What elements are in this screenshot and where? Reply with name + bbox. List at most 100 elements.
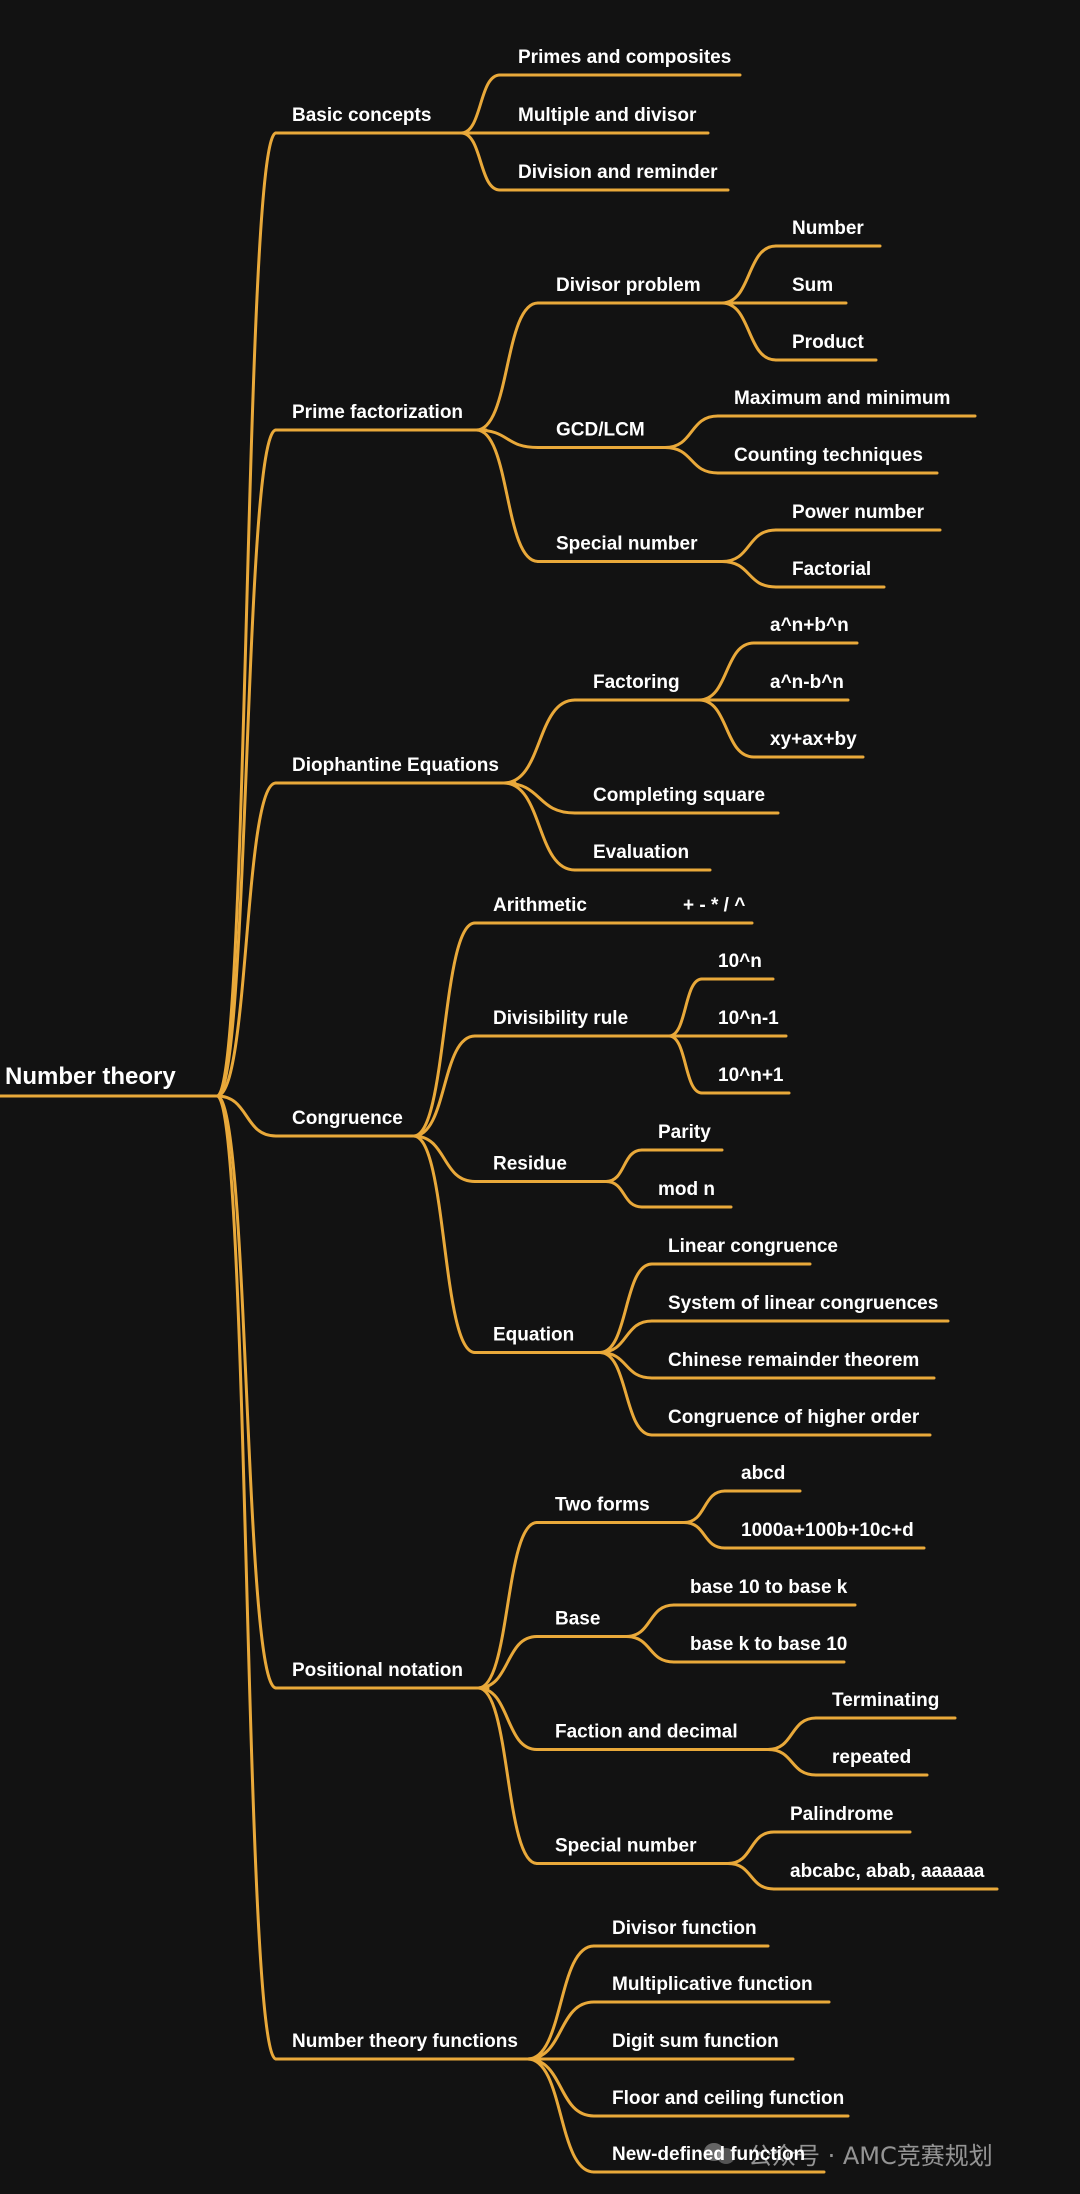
edge-base-10-to-base-k bbox=[624, 1603, 676, 1638]
node-divisor-problem: Divisor problem bbox=[556, 275, 701, 296]
edge-number bbox=[720, 244, 778, 305]
node-base-10-to-base-k: base 10 to base k bbox=[690, 1577, 848, 1598]
node-positional-notation: Positional notation bbox=[292, 1660, 463, 1681]
node-system-of-linear-congruences: System of linear congruences bbox=[668, 1293, 938, 1314]
node-palindrome: Palindrome bbox=[790, 1804, 893, 1825]
node-multiplicative-function: Multiplicative function bbox=[612, 1974, 813, 1995]
edge-divisor-problem bbox=[474, 301, 540, 432]
edge-xy-ax-by bbox=[697, 698, 756, 759]
edge-special-number bbox=[476, 1686, 539, 1865]
node-faction-and-decimal: Faction and decimal bbox=[555, 1722, 738, 1743]
node-special-number: Special number bbox=[555, 1836, 697, 1857]
edge-terminating bbox=[766, 1716, 818, 1751]
node-two-forms: Two forms bbox=[555, 1495, 650, 1516]
node-arithmetic: Arithmetic bbox=[493, 895, 587, 916]
watermark-text: 公众号 · AMC竞赛规划 bbox=[748, 2141, 993, 2170]
node-evaluation: Evaluation bbox=[593, 842, 689, 863]
node-counting-techniques: Counting techniques bbox=[734, 445, 923, 466]
edge-congruence-of-higher-order bbox=[598, 1351, 654, 1437]
node-abcabc-abab-aaaaaa: abcabc, abab, aaaaaa bbox=[790, 1861, 985, 1882]
edge-root-to-number-theory-functions bbox=[215, 1094, 278, 2061]
node-linear-congruence: Linear congruence bbox=[668, 1236, 838, 1257]
edge-base-k-to-base-10 bbox=[624, 1635, 676, 1664]
node-xy-ax-by: xy+ax+by bbox=[770, 729, 857, 750]
edge-root-to-positional-notation bbox=[215, 1094, 278, 1690]
edge-counting-techniques bbox=[663, 446, 720, 475]
edge-root-to-diophantine-equations bbox=[215, 781, 278, 1098]
node-parity: Parity bbox=[658, 1122, 711, 1143]
edge-maximum-and-minimum bbox=[663, 414, 720, 449]
wechat-icon bbox=[704, 2139, 738, 2167]
node-abcd: abcd bbox=[741, 1463, 785, 1484]
edge-gcd-lcm bbox=[474, 428, 540, 449]
node-10-n-1: 10^n-1 bbox=[718, 1008, 779, 1029]
edge-divisor-function bbox=[526, 1944, 596, 2061]
node-repeated: repeated bbox=[832, 1747, 911, 1768]
node-congruence-of-higher-order: Congruence of higher order bbox=[668, 1407, 920, 1428]
edge-arithmetic bbox=[412, 921, 477, 1138]
edge-1000a-100b-10c-d bbox=[682, 1521, 727, 1550]
node-base-k-to-base-10: base k to base 10 bbox=[690, 1634, 847, 1655]
node-completing-square: Completing square bbox=[593, 785, 765, 806]
node-a-n-b-n: a^n-b^n bbox=[770, 672, 844, 693]
node-equation: Equation bbox=[493, 1325, 574, 1346]
node-factorial: Factorial bbox=[792, 559, 871, 580]
node-chinese-remainder-theorem: Chinese remainder theorem bbox=[668, 1350, 919, 1371]
node-mod-n: mod n bbox=[658, 1179, 715, 1200]
edge-repeated bbox=[766, 1748, 818, 1777]
edge-root-to-basic-concepts bbox=[215, 131, 278, 1098]
node-division-and-reminder: Division and reminder bbox=[518, 162, 718, 183]
edge-10-n-1 bbox=[667, 1034, 704, 1095]
node-1000a-100b-10c-d: 1000a+100b+10c+d bbox=[741, 1520, 914, 1541]
node-multiple-and-divisor: Multiple and divisor bbox=[518, 105, 697, 126]
node-power-number: Power number bbox=[792, 502, 925, 523]
edge-power-number bbox=[720, 528, 778, 563]
node-10-n: 10^n bbox=[718, 951, 762, 972]
edge-new-defined-function bbox=[526, 2057, 596, 2174]
node-residue: Residue bbox=[493, 1154, 567, 1175]
node-floor-and-ceiling-function: Floor and ceiling function bbox=[612, 2088, 844, 2109]
node-number: Number bbox=[792, 218, 864, 239]
edge-division-and-reminder bbox=[459, 131, 502, 192]
edge-root-to-prime-factorization bbox=[215, 428, 278, 1098]
edge-equation bbox=[412, 1134, 477, 1354]
edge-completing-square bbox=[502, 781, 577, 815]
node-gcd-lcm: GCD/LCM bbox=[556, 420, 645, 441]
watermark: 公众号 · AMC竞赛规划 bbox=[704, 2133, 1064, 2173]
node-prime-factorization: Prime factorization bbox=[292, 402, 463, 423]
edge-residue bbox=[412, 1134, 477, 1183]
node-congruence: Congruence bbox=[292, 1108, 403, 1129]
edge-root-to-congruence bbox=[215, 1094, 278, 1138]
edge-evaluation bbox=[502, 781, 577, 872]
node-primes-and-composites: Primes and composites bbox=[518, 47, 731, 68]
edge-multiplicative-function bbox=[526, 2000, 596, 2061]
node-diophantine-equations: Diophantine Equations bbox=[292, 755, 499, 776]
node-divisibility-rule: Divisibility rule bbox=[493, 1008, 628, 1029]
node-digit-sum-function: Digit sum function bbox=[612, 2031, 779, 2052]
edge-a-n-b-n bbox=[697, 641, 756, 702]
edge-mod-n bbox=[604, 1180, 644, 1209]
edge-abcabc-abab-aaaaaa bbox=[726, 1862, 776, 1891]
edge-special-number bbox=[474, 428, 540, 563]
edge-system-of-linear-congruences bbox=[598, 1319, 654, 1354]
edge-two-forms bbox=[476, 1521, 539, 1690]
edge-factorial bbox=[720, 560, 778, 589]
node-terminating: Terminating bbox=[832, 1690, 939, 1711]
node-10-n-1: 10^n+1 bbox=[718, 1065, 784, 1086]
node-factoring: Factoring bbox=[593, 672, 680, 693]
node-a-n-b-n: a^n+b^n bbox=[770, 615, 849, 636]
edge-abcd bbox=[682, 1489, 727, 1524]
node-divisor-function: Divisor function bbox=[612, 1918, 757, 1939]
edge-palindrome bbox=[726, 1830, 776, 1865]
node-basic-concepts: Basic concepts bbox=[292, 105, 431, 126]
root-node-label: Number theory bbox=[5, 1063, 176, 1090]
edge-product bbox=[720, 301, 778, 362]
edge-divisibility-rule bbox=[412, 1034, 477, 1138]
node-special-number: Special number bbox=[556, 534, 698, 555]
node-product: Product bbox=[792, 332, 864, 353]
node-maximum-and-minimum: Maximum and minimum bbox=[734, 388, 950, 409]
node-arithmetic-operators: + - * / ^ bbox=[683, 895, 745, 916]
mindmap-nodes: Number theory Basic concepts Primes and co… bbox=[5, 47, 985, 2165]
edge-10-n bbox=[667, 977, 704, 1038]
